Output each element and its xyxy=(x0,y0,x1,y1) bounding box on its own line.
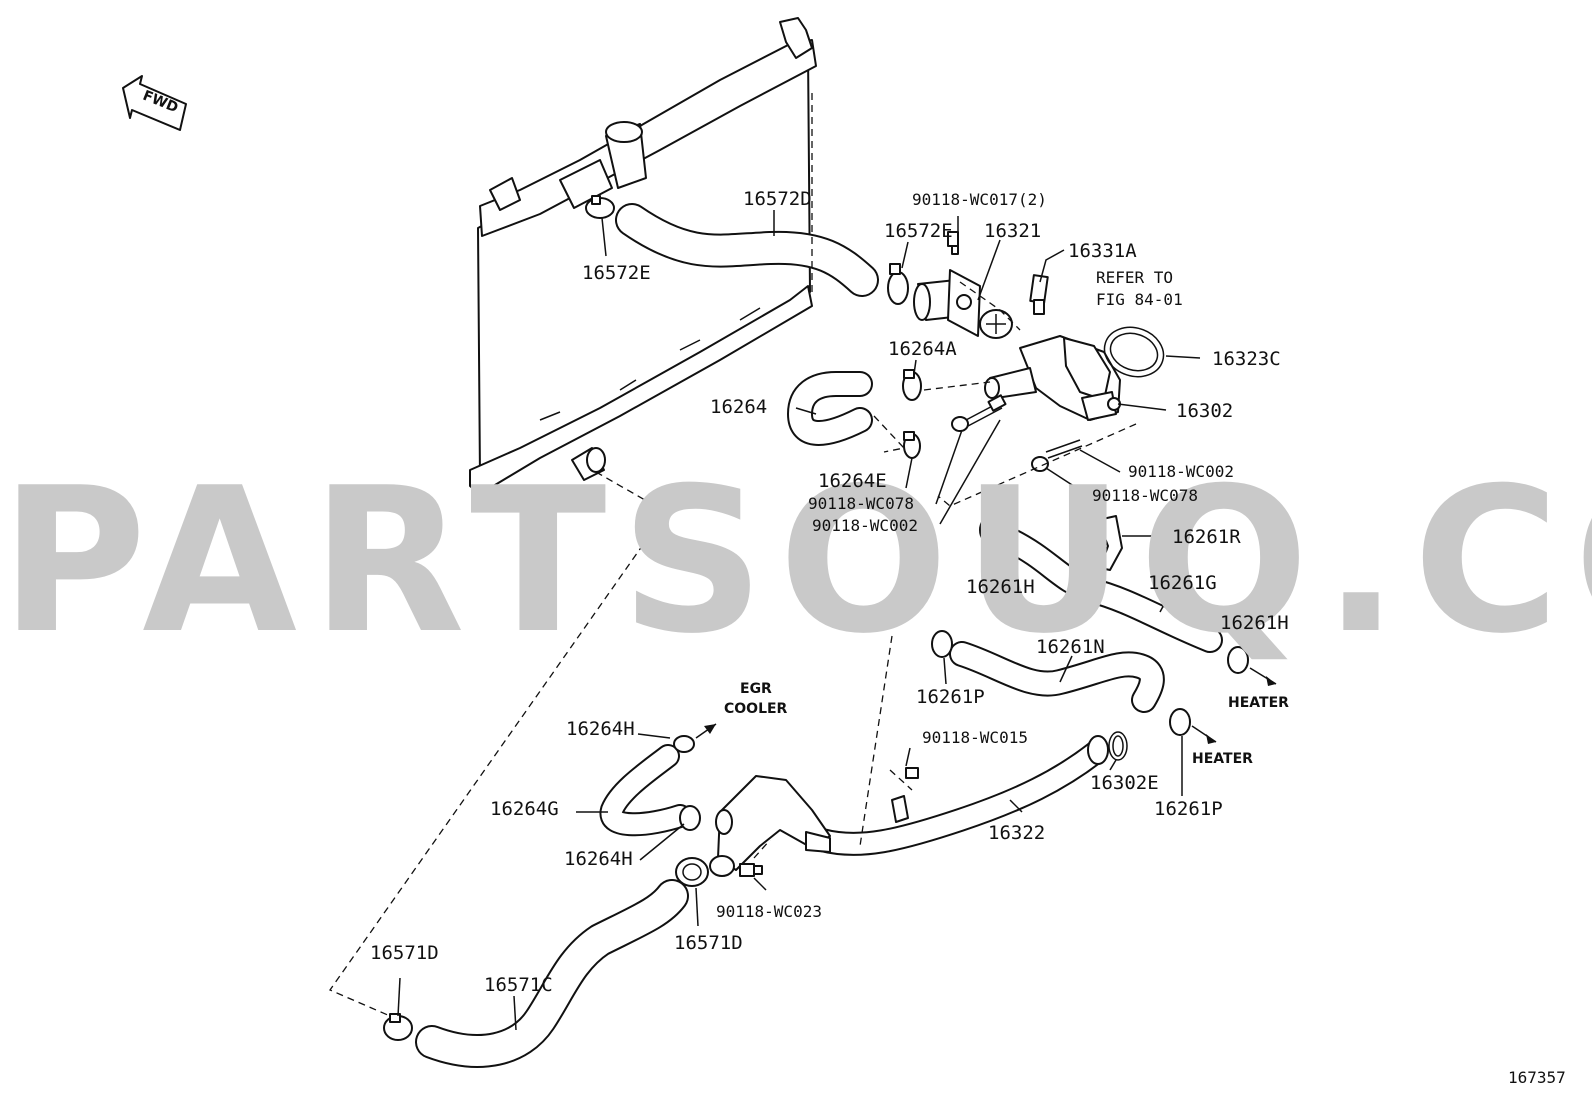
label-16302E: 16302E xyxy=(1090,772,1159,794)
label-16261H-b: 16261H xyxy=(1220,612,1289,634)
label-16321: 16321 xyxy=(984,220,1042,242)
stud-90118-WC002-b xyxy=(1045,439,1083,459)
label-16571C: 16571C xyxy=(484,974,553,996)
label-90118-WC015: 90118-WC015 xyxy=(922,728,1028,747)
clamp-16264H-a xyxy=(673,735,695,753)
hose-16261N xyxy=(949,641,1165,713)
leader-lines xyxy=(397,210,1247,1031)
label-16571D-left: 16571D xyxy=(370,942,439,964)
label-16264E: 16264E xyxy=(818,470,887,492)
hose-16261G xyxy=(997,527,1223,653)
label-90118-WC002-a: 90118-WC002 xyxy=(812,516,918,535)
stud-90118-WC002-a xyxy=(965,394,1007,427)
radiator xyxy=(469,17,817,495)
hose-16264G xyxy=(599,744,692,837)
water-outlet-16302 xyxy=(984,335,1121,421)
label-90118-WC023: 90118-WC023 xyxy=(716,902,822,921)
label-16264G: 16264G xyxy=(490,798,559,820)
clamp-16264A xyxy=(902,369,922,401)
hose-16264 xyxy=(787,371,873,446)
hose-16571C xyxy=(415,879,689,1068)
bolt-90118-WC017 xyxy=(947,231,959,255)
label-egr: EGR xyxy=(740,681,772,697)
label-16264A: 16264A xyxy=(888,338,957,360)
label-16261H-a: 16261H xyxy=(966,576,1035,598)
label-16264: 16264 xyxy=(710,396,768,418)
label-16264H-a: 16264H xyxy=(566,718,635,740)
ring-16302E xyxy=(1108,731,1128,761)
hose-16572D xyxy=(615,203,879,297)
label-90118-WC078-b: 90118-WC078 xyxy=(1092,486,1198,505)
clamp-16571D-right xyxy=(675,857,709,887)
bolt-90118-WC015 xyxy=(905,767,919,779)
clamp-16571D-left xyxy=(383,1013,413,1041)
sensor-16331A xyxy=(1029,274,1049,315)
fwd-arrow-icon xyxy=(122,75,187,131)
label-16264H-b: 16264H xyxy=(564,848,633,870)
label-16322: 16322 xyxy=(988,822,1046,844)
label-16571D-right: 16571D xyxy=(674,932,743,954)
label-16261R: 16261R xyxy=(1172,526,1241,548)
watermark: PARTSOUQ.COM xyxy=(0,445,1592,678)
gasket-16323C xyxy=(1103,326,1165,378)
water-inlet-16321 xyxy=(913,269,981,337)
nut-90118-WC078-a xyxy=(951,416,969,432)
label-90118-WC002-b: 90118-WC002 xyxy=(1128,462,1234,481)
bolt-90118-WC023 xyxy=(739,863,763,877)
label-16572E-right: 16572E xyxy=(884,220,953,242)
label-16572E-left: 16572E xyxy=(582,262,651,284)
clamp-16572E-right xyxy=(887,263,909,305)
label-refer-to: REFER TO xyxy=(1096,268,1174,287)
pipe-16322 xyxy=(810,735,1109,856)
label-16261G: 16261G xyxy=(1148,572,1217,594)
dashed-connection-lines xyxy=(329,90,1137,1017)
clamp-16261R xyxy=(1097,515,1123,571)
label-heater-1: HEATER xyxy=(1228,695,1289,711)
label-16261P-b: 16261P xyxy=(1154,798,1223,820)
clamp-16261P-b xyxy=(1169,708,1191,736)
clamp-16572E-left xyxy=(585,195,615,219)
clamp-16261H-a xyxy=(979,516,1001,544)
water-inlet-housing-lower xyxy=(709,775,831,877)
label-90118-WC017: 90118-WC017(2) xyxy=(912,190,1047,209)
clamp-16261P-a xyxy=(931,630,953,658)
label-90118-WC078-a: 90118-WC078 xyxy=(808,494,914,513)
label-heater-2: HEATER xyxy=(1192,751,1253,767)
label-16331A: 16331A xyxy=(1068,240,1137,262)
label-16572D: 16572D xyxy=(743,188,812,210)
label-16261N: 16261N xyxy=(1036,636,1105,658)
thermostat xyxy=(979,309,1013,339)
label-cooler: COOLER xyxy=(724,701,788,717)
label-16261P-a: 16261P xyxy=(916,686,985,708)
clamp-16264H-b xyxy=(679,805,701,831)
clamp-16261H-b xyxy=(1227,646,1249,674)
label-fig-84-01: FIG 84-01 xyxy=(1096,290,1183,309)
label-16323C: 16323C xyxy=(1212,348,1281,370)
figure-number: 167357 xyxy=(1508,1068,1566,1087)
label-16302: 16302 xyxy=(1176,400,1234,422)
